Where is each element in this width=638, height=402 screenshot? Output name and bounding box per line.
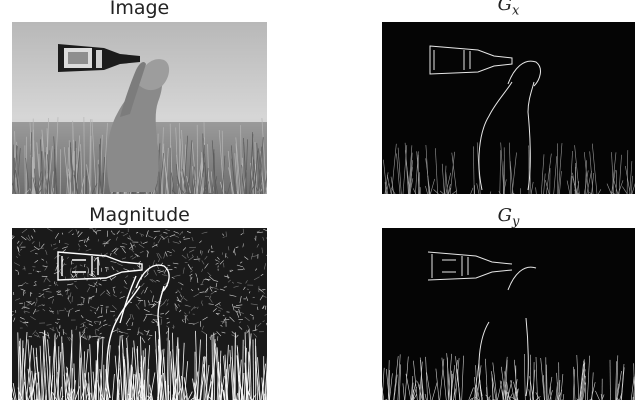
image-title: Image <box>109 0 170 19</box>
gx-title-sub: x <box>512 3 520 19</box>
magnitude-panel <box>12 228 267 400</box>
gx-title: Gx <box>382 0 635 23</box>
image-panel <box>12 22 267 194</box>
gx-svg <box>382 22 635 194</box>
magnitude-subject-edges <box>57 251 170 399</box>
gy-background <box>382 228 635 400</box>
gx-subject-edges <box>429 45 541 191</box>
animal-head <box>136 59 170 91</box>
gx-panel <box>382 22 635 194</box>
photo-svg <box>12 22 267 194</box>
animal-body <box>106 71 163 192</box>
animal-arm <box>120 62 146 117</box>
magnitude-title: Magnitude <box>89 204 190 226</box>
gy-panel <box>382 228 635 400</box>
gy-grass-edges <box>382 353 635 400</box>
gy-subject-edges <box>427 251 537 397</box>
gy-title-sub: y <box>512 214 520 230</box>
magnitude-grass-edges <box>12 327 267 400</box>
bottle <box>58 44 140 72</box>
magnitude-svg <box>12 228 267 400</box>
gx-title-base: G <box>497 0 513 15</box>
gx-background <box>382 22 635 194</box>
gy-svg <box>382 228 635 400</box>
gy-title: Gy <box>382 205 635 234</box>
gy-title-base: G <box>497 205 513 226</box>
gx-edges <box>383 142 635 194</box>
